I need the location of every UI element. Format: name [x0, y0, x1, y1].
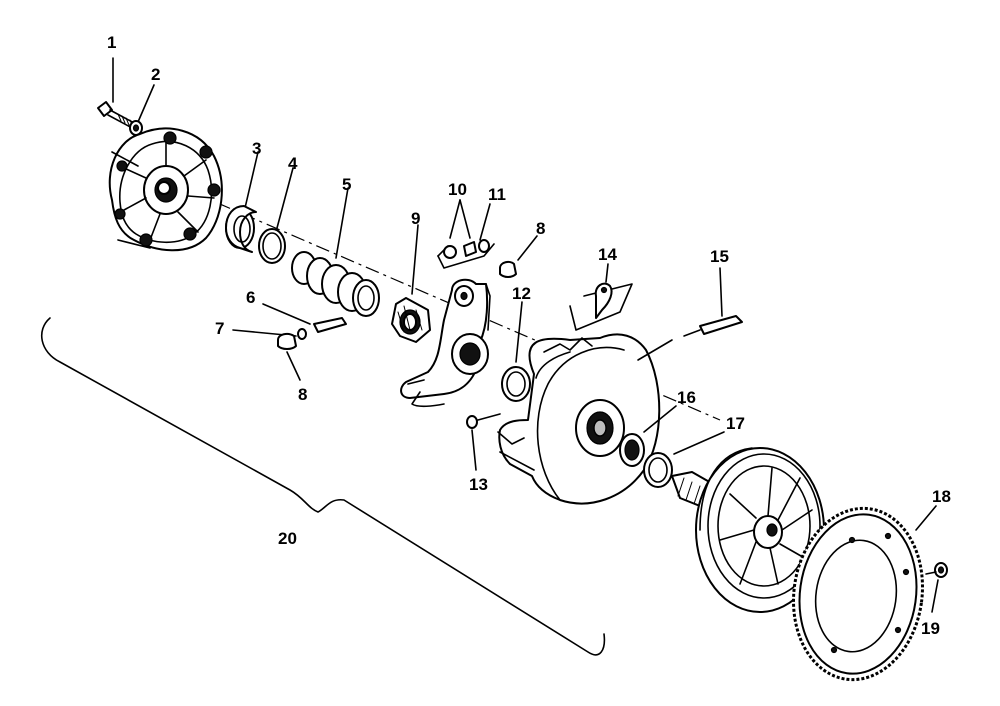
assembly-brace: [40, 317, 606, 656]
callout-11: 11: [488, 185, 506, 204]
callout-17: 17: [726, 414, 745, 433]
part-washer-17: [643, 431, 725, 488]
callout-13: 13: [469, 475, 488, 494]
part-clip: [569, 263, 633, 331]
part-set-screw: [466, 413, 501, 471]
callout-3: 3: [252, 139, 261, 158]
part-bushing: [225, 151, 259, 253]
callout-16: 16: [677, 388, 696, 407]
part-screw: [925, 562, 948, 613]
part-cam-arm: [400, 278, 491, 408]
part-washer-12: [501, 301, 531, 402]
callout-8-right: 8: [536, 219, 545, 238]
callout-20: 20: [278, 529, 297, 548]
part-button-right: [499, 235, 538, 278]
callout-18: 18: [932, 487, 951, 506]
part-sheave: [497, 333, 673, 505]
part-cover-plate: [108, 127, 223, 252]
part-bushing-16: [619, 405, 677, 467]
callout-12: 12: [512, 284, 531, 303]
callout-2: 2: [151, 65, 160, 84]
part-dowel-pin: [683, 267, 743, 337]
part-washer: [129, 84, 155, 136]
callout-14: 14: [598, 245, 617, 264]
part-spring: [291, 187, 380, 317]
part-button-left: [277, 332, 301, 381]
callout-6: 6: [246, 288, 255, 307]
part-retaining-ring: [258, 167, 294, 264]
part-spider: [391, 224, 431, 343]
callout-10: 10: [448, 180, 467, 199]
callout-19: 19: [921, 619, 940, 638]
part-hub-shaft: [671, 447, 825, 613]
callout-15: 15: [710, 247, 729, 266]
part-callouts: 1 2 3 4 5 6 7 8 9 10 11 8 12 13 14 15 16…: [107, 33, 951, 638]
callout-4: 4: [288, 154, 298, 173]
callout-9: 9: [411, 209, 420, 228]
callout-7: 7: [215, 319, 224, 338]
part-bolt: [97, 57, 137, 130]
callout-8-left: 8: [298, 385, 307, 404]
part-ring-gear: [792, 505, 937, 682]
part-rollers: [437, 199, 495, 269]
callout-1: 1: [107, 33, 116, 52]
part-pin: [232, 303, 347, 340]
callout-5: 5: [342, 175, 351, 194]
